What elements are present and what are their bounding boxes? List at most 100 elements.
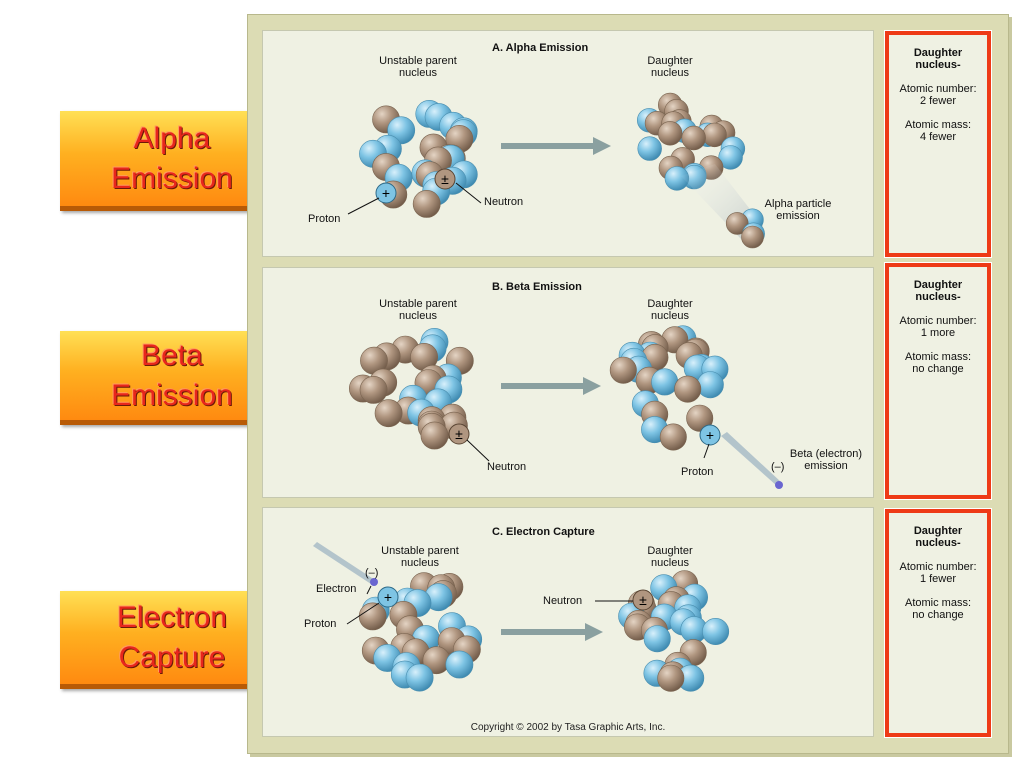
alpha-proton-leader xyxy=(347,197,380,215)
capture-daughter-nucleus xyxy=(618,570,730,692)
beta-parent-nucleus xyxy=(349,328,474,450)
capture-parent-label: Unstable parent nucleus xyxy=(381,545,459,569)
alpha-emission-panel: + ± A. Alpha Emission Unstable parent nu… xyxy=(262,30,874,257)
beta-summary-head-1: Daughter xyxy=(913,279,963,291)
proton-sphere xyxy=(651,368,679,396)
alpha-daughter-label: Daughter nucleus xyxy=(647,55,693,79)
plus-minus-icon: ± xyxy=(639,592,647,608)
capture-electron-label: Electron xyxy=(316,583,357,595)
proton-sphere xyxy=(405,663,434,692)
plus-icon: + xyxy=(382,185,390,201)
alpha-parent-nucleus xyxy=(359,100,478,218)
beta-neutron-leader xyxy=(466,439,490,462)
copyright-text: Copyright © 2002 by Tasa Graphic Arts, I… xyxy=(470,722,666,733)
capture-proton-marker xyxy=(377,586,399,608)
alpha-neutron-leader xyxy=(455,182,482,204)
alpha-proton-marker xyxy=(375,182,397,204)
electron-capture-panel: + ± C. Electron Capture Unstable parent … xyxy=(262,507,874,737)
beta-daughter-nucleus xyxy=(609,325,729,451)
neutron-sphere xyxy=(609,356,637,384)
alpha-summary-box: Daughter nucleus- Atomic number: 2 fewer… xyxy=(884,30,992,258)
capture-arrowhead xyxy=(585,623,603,641)
neutron-sphere xyxy=(420,421,449,450)
alpha-atomic-number-label: Atomic number: xyxy=(899,83,977,95)
beta-emission-panel: ± + B. Beta Emission Unstable parent nuc… xyxy=(262,267,874,498)
neutron-sphere xyxy=(412,189,441,218)
alpha-proton-label: Proton xyxy=(308,213,341,225)
alpha-atomic-number-value: 2 fewer xyxy=(919,95,957,107)
neutron-sphere xyxy=(374,399,403,428)
alpha-parent-label: Unstable parent nucleus xyxy=(379,55,457,79)
beta-proton-label: Proton xyxy=(681,466,714,478)
capture-parent-nucleus xyxy=(358,572,483,692)
beta-atomic-number-value: 1 more xyxy=(920,327,956,339)
electron-capture-label-line1: Electron xyxy=(116,600,228,634)
beta-emission-label-line1: Beta xyxy=(141,338,203,372)
electron-capture-svg: + ± xyxy=(313,542,730,692)
neutron-sphere xyxy=(657,121,683,146)
alpha-emission-label-line1: Alpha xyxy=(133,121,211,155)
beta-neutron-marker xyxy=(448,423,470,445)
beta-emission-svg: ± + xyxy=(349,325,783,489)
alpha-atomic-mass-value: 4 fewer xyxy=(919,131,957,143)
beta-parent-label: Unstable parent nucleus xyxy=(379,298,457,322)
alpha-daughter-nucleus xyxy=(637,92,746,191)
alpha-emission-text: Alpha particle emission xyxy=(764,198,832,222)
neutron-sphere xyxy=(686,404,714,432)
neutron-sphere xyxy=(659,423,687,451)
capture-atomic-number-value: 1 fewer xyxy=(919,573,957,585)
beta-beam xyxy=(721,432,781,486)
alpha-emission-label-line2: Emission xyxy=(111,161,233,195)
capture-summary-head-1: Daughter xyxy=(913,525,963,537)
alpha-neutron-label: Neutron xyxy=(484,196,524,208)
capture-neutron-label: Neutron xyxy=(543,595,583,607)
neutron-sphere xyxy=(725,212,749,235)
proton-sphere xyxy=(643,625,671,653)
decay-figure: + ± A. Alpha Emission Unstable parent nu… xyxy=(247,14,1009,754)
beta-minus-sign: (–) xyxy=(771,461,785,473)
proton-sphere xyxy=(696,371,724,399)
beta-electron xyxy=(775,481,783,489)
neutron-sphere xyxy=(657,664,685,692)
beta-daughter-label: Daughter nucleus xyxy=(647,298,693,322)
proton-sphere xyxy=(702,618,730,646)
beta-summary-box: Daughter nucleus- Atomic number: 1 more … xyxy=(884,262,992,500)
capture-summary-head-2: nucleus- xyxy=(915,537,961,549)
beta-atomic-mass-value: no change xyxy=(912,363,964,375)
alpha-arrowhead xyxy=(593,137,611,155)
beta-panel-title: B. Beta Emission xyxy=(492,281,582,293)
capture-electron-leader xyxy=(366,585,372,595)
alpha-particle xyxy=(725,208,765,249)
alpha-emission-svg: + ± xyxy=(347,92,765,249)
beta-arrowhead xyxy=(583,377,601,395)
neutron-sphere xyxy=(741,225,764,249)
proton-sphere xyxy=(718,145,743,170)
alpha-neutron-marker xyxy=(434,168,456,190)
beta-emission-label-line2: Emission xyxy=(111,378,233,412)
capture-atomic-mass-value: no change xyxy=(912,609,964,621)
capture-electron xyxy=(370,578,378,586)
neutron-sphere xyxy=(681,125,706,151)
capture-proton-leader xyxy=(346,602,380,625)
capture-minus-sign: (–) xyxy=(365,567,379,579)
proton-sphere xyxy=(637,136,662,161)
capture-proton-label: Proton xyxy=(304,618,337,630)
capture-neutron-marker xyxy=(632,589,654,611)
plus-icon: + xyxy=(384,589,392,605)
capture-daughter-label: Daughter nucleus xyxy=(647,545,693,569)
beta-emission-text: Beta (electron) emission xyxy=(789,448,863,472)
plus-icon: + xyxy=(706,427,714,443)
plus-minus-icon: ± xyxy=(441,171,449,187)
alpha-summary-head-1: Daughter xyxy=(913,47,963,59)
beta-neutron-label: Neutron xyxy=(487,461,527,473)
alpha-atomic-mass-label: Atomic mass: xyxy=(904,119,971,131)
capture-summary-box: Daughter nucleus- Atomic number: 1 fewer… xyxy=(884,508,992,738)
capture-atomic-mass-label: Atomic mass: xyxy=(904,597,971,609)
proton-sphere xyxy=(445,650,474,679)
alpha-summary-head-2: nucleus- xyxy=(915,59,961,71)
capture-beam xyxy=(313,542,375,584)
beta-proton-marker xyxy=(699,424,721,446)
beta-summary-head-2: nucleus- xyxy=(915,291,961,303)
neutron-sphere xyxy=(359,376,388,404)
beta-atomic-number-label: Atomic number: xyxy=(899,315,977,327)
